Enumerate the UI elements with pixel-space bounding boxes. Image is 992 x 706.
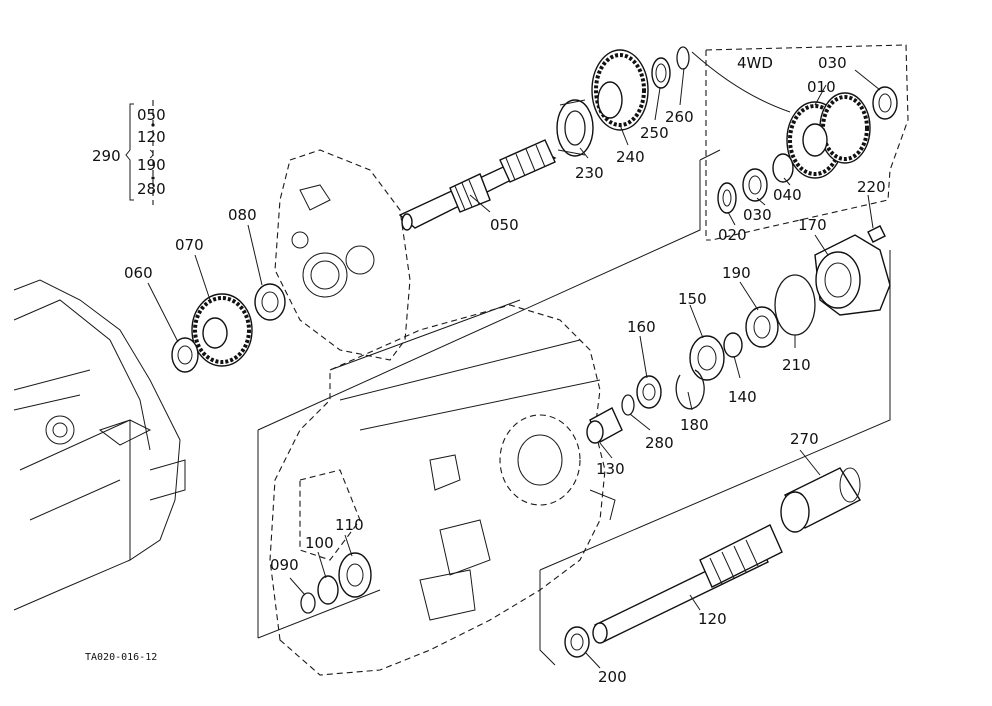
label-120: 120 xyxy=(698,610,727,628)
gear-010 xyxy=(786,92,871,179)
range-bracket xyxy=(125,100,155,205)
label-220: 220 xyxy=(857,178,886,196)
label-100: 100 xyxy=(305,534,334,552)
drawing-code: TA020-016-12 xyxy=(85,652,157,663)
label-200: 200 xyxy=(598,668,627,686)
range-item-190: 190 xyxy=(137,156,166,174)
label-070: 070 xyxy=(175,236,204,254)
range-group-label: 290 xyxy=(92,147,121,165)
collar-250 xyxy=(651,57,671,89)
tube-270 xyxy=(780,467,861,533)
label-270: 270 xyxy=(790,430,819,448)
bearing-160 xyxy=(636,375,662,409)
label-090: 090 xyxy=(270,556,299,574)
label-210: 210 xyxy=(782,356,811,374)
bearing-190 xyxy=(745,306,779,348)
gear-070 xyxy=(191,293,253,367)
shaft-120 xyxy=(592,524,783,644)
collar-140 xyxy=(723,332,743,358)
bearing-030-top xyxy=(872,86,898,120)
label-280: 280 xyxy=(645,434,674,452)
label-010: 010 xyxy=(807,78,836,96)
bearing-030-bottom xyxy=(742,168,768,202)
label-160: 160 xyxy=(627,318,656,336)
housing-170 xyxy=(814,234,891,316)
transmission-case xyxy=(269,299,616,676)
4wd-dashed-box xyxy=(705,44,909,241)
washer-020 xyxy=(717,182,737,214)
bearing-060 xyxy=(171,337,199,373)
mid-plate xyxy=(274,149,411,361)
label-240: 240 xyxy=(616,148,645,166)
label-150: 150 xyxy=(678,290,707,308)
bearing-150 xyxy=(689,335,725,381)
label-250: 250 xyxy=(640,124,669,142)
label-260: 260 xyxy=(665,108,694,126)
label-050: 050 xyxy=(490,216,519,234)
shaft-050 xyxy=(398,139,557,231)
snap-ring-180 xyxy=(675,369,705,410)
ring-090 xyxy=(300,592,316,614)
plug-220 xyxy=(867,225,886,243)
leader-lines xyxy=(147,51,881,669)
label-180: 180 xyxy=(680,416,709,434)
collar-040 xyxy=(772,153,794,183)
seal-200 xyxy=(564,626,590,658)
label-190: 190 xyxy=(722,264,751,282)
ring-280 xyxy=(621,394,635,416)
flywheel-housing xyxy=(13,279,186,611)
bearing-230 xyxy=(556,99,594,157)
range-item-120: 120 xyxy=(137,128,166,146)
bearing-110 xyxy=(338,552,372,598)
label-060: 060 xyxy=(124,264,153,282)
label-170: 170 xyxy=(798,216,827,234)
snap-ring-260 xyxy=(676,46,690,70)
part-labels: 4WD 010 020 030 030 040 050 060 070 080 … xyxy=(85,54,886,686)
label-040: 040 xyxy=(773,186,802,204)
label-030-bottom: 030 xyxy=(743,206,772,224)
label-140: 140 xyxy=(728,388,757,406)
label-130: 130 xyxy=(596,460,625,478)
label-110: 110 xyxy=(335,516,364,534)
collar-100 xyxy=(317,575,339,605)
bearing-080 xyxy=(254,283,286,321)
range-item-050: 050 xyxy=(137,106,166,124)
label-230: 230 xyxy=(575,164,604,182)
gear-240 xyxy=(591,49,649,131)
label-4wd: 4WD xyxy=(737,54,773,72)
sleeve-130 xyxy=(586,407,623,444)
label-080: 080 xyxy=(228,206,257,224)
o-ring-210 xyxy=(774,274,816,336)
label-020: 020 xyxy=(718,226,747,244)
range-item-280: 280 xyxy=(137,180,166,198)
label-030-top: 030 xyxy=(818,54,847,72)
